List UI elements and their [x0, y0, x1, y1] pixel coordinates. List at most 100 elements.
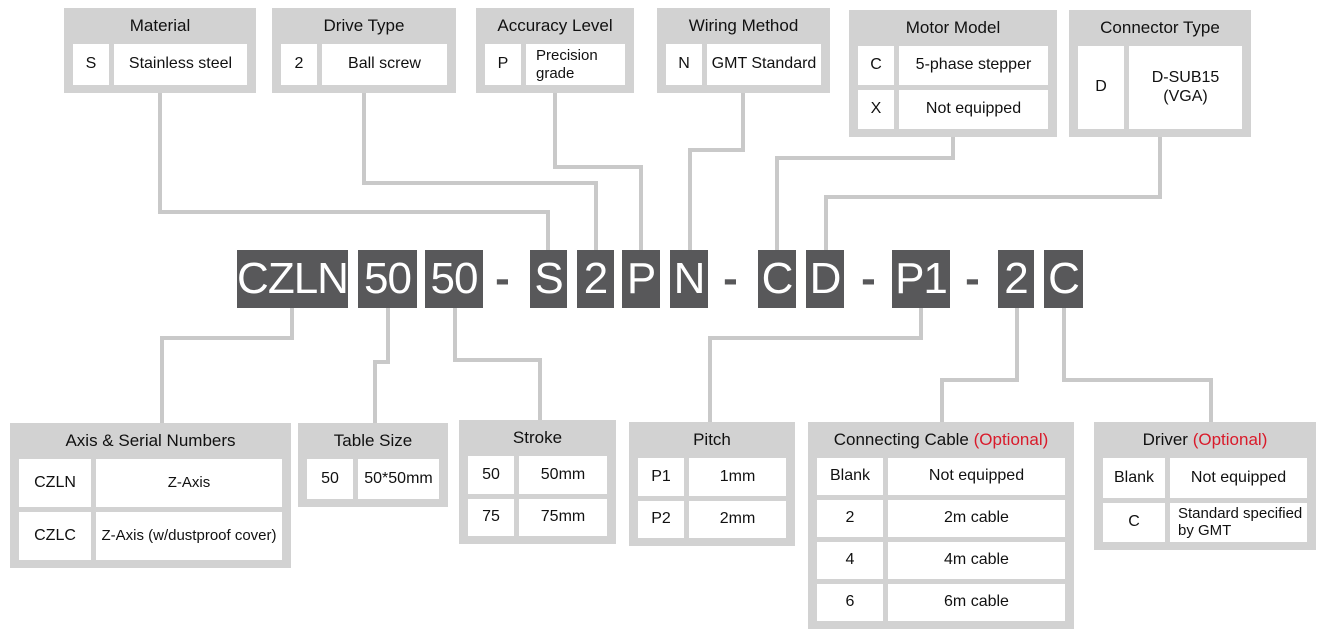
pn-segment-table-size: 50: [358, 250, 417, 308]
wiring-method-code: N: [666, 44, 702, 85]
cable-value-4: 4m cable: [888, 542, 1065, 579]
stroke-title: Stroke: [512, 428, 563, 447]
pn-segment-pitch: P1: [892, 250, 950, 308]
material-value: Stainless steel: [114, 44, 247, 85]
wire-50-to-stroke: [453, 308, 542, 422]
driver-value-c: Standard specified by GMT: [1170, 502, 1307, 542]
spec-row: 4 4m cable: [817, 542, 1065, 579]
pitch-code-p1: P1: [638, 458, 684, 496]
table-size-code: 50: [307, 459, 353, 499]
spec-row: 75 75mm: [468, 498, 607, 536]
cable-code-4: 4: [817, 542, 883, 579]
spec-row: N GMT Standard: [666, 44, 821, 85]
axis-code-czln: CZLN: [19, 459, 91, 507]
pn-segment-stroke: 50: [425, 250, 483, 308]
pn-dash: -: [861, 254, 876, 303]
connector-type-value: D-SUB15 (VGA): [1129, 46, 1242, 129]
pn-segment-accuracy: P: [622, 250, 660, 308]
pn-segment-wiring: N: [670, 250, 708, 308]
stroke-code-75: 75: [468, 498, 514, 536]
spec-box-stroke: Stroke 50 50mm 75 75mm: [459, 420, 616, 544]
wire-material-to-s: [158, 93, 550, 252]
wire-motor-to-c: [775, 137, 955, 252]
spec-row: 6 6m cable: [817, 584, 1065, 621]
wiring-method-title: Wiring Method: [688, 16, 799, 35]
motor-model-title: Motor Model: [905, 18, 1001, 37]
spec-row: 50 50*50mm: [307, 459, 439, 499]
drive-type-code: 2: [281, 44, 317, 85]
pitch-code-p2: P2: [638, 500, 684, 538]
accuracy-level-code: P: [485, 44, 521, 85]
wire-c-to-driver: [1062, 308, 1213, 424]
cable-value-blank: Not equipped: [888, 458, 1065, 495]
spec-row: Blank Not equipped: [1103, 458, 1307, 498]
spec-box-table-size: Table Size 50 50*50mm: [298, 423, 448, 507]
cable-value-2: 2m cable: [888, 500, 1065, 537]
pn-segment-cable: 2: [998, 250, 1034, 308]
spec-row: S Stainless steel: [73, 44, 247, 85]
driver-title: Driver (Optional): [1103, 422, 1307, 458]
pitch-value-p1: 1mm: [689, 458, 786, 496]
motor-model-value-c: 5-phase stepper: [899, 46, 1048, 85]
axis-value-czln: Z-Axis: [96, 459, 282, 507]
material-title: Material: [129, 16, 191, 35]
cable-value-6: 6m cable: [888, 584, 1065, 621]
spec-box-driver: Driver (Optional) Blank Not equipped C S…: [1094, 422, 1316, 550]
pn-segment-motor: C: [758, 250, 796, 308]
connecting-cable-title: Connecting Cable (Optional): [817, 422, 1065, 458]
wire-50-to-tablesize: [373, 308, 390, 425]
spec-box-axis-serial-numbers: Axis & Serial Numbers CZLN Z-Axis CZLC Z…: [10, 423, 291, 568]
cable-code-2: 2: [817, 500, 883, 537]
cable-code-6: 6: [817, 584, 883, 621]
table-size-title: Table Size: [333, 431, 413, 450]
pn-dash: -: [495, 254, 510, 303]
table-size-value: 50*50mm: [358, 459, 439, 499]
spec-row: C 5-phase stepper: [858, 46, 1048, 85]
spec-row: 2 Ball screw: [281, 44, 447, 85]
stroke-value-50: 50mm: [519, 456, 607, 494]
pn-dash: -: [965, 254, 980, 303]
accuracy-level-value: Precision grade: [526, 44, 625, 85]
spec-row: C Standard specified by GMT: [1103, 502, 1307, 542]
spec-box-drive-type: Drive Type 2 Ball screw: [272, 8, 456, 93]
drive-type-title: Drive Type: [323, 16, 405, 35]
motor-model-value-x: Not equipped: [899, 90, 1048, 129]
spec-row: CZLC Z-Axis (w/dustproof cover): [19, 512, 282, 560]
wire-czln-to-axis: [160, 308, 294, 427]
wire-wiring-to-n: [688, 93, 745, 252]
pitch-title: Pitch: [693, 430, 731, 449]
wire-connector-to-d: [824, 137, 1162, 252]
wire-accuracy-to-p: [553, 93, 643, 252]
spec-box-connector-type: Connector Type D D-SUB15 (VGA): [1069, 10, 1251, 137]
pitch-value-p2: 2mm: [689, 500, 786, 538]
pn-segment-material: S: [530, 250, 567, 308]
spec-row: X Not equipped: [858, 90, 1048, 129]
spec-box-accuracy-level: Accuracy Level P Precision grade: [476, 8, 634, 93]
spec-row: 50 50mm: [468, 456, 607, 494]
spec-box-motor-model: Motor Model C 5-phase stepper X Not equi…: [849, 10, 1057, 137]
spec-box-connecting-cable: Connecting Cable (Optional) Blank Not eq…: [808, 422, 1074, 629]
driver-title-text: Driver: [1142, 430, 1188, 449]
spec-box-wiring-method: Wiring Method N GMT Standard: [657, 8, 830, 93]
pn-segment-connector: D: [806, 250, 844, 308]
spec-row: Blank Not equipped: [817, 458, 1065, 495]
spec-row: 2 2m cable: [817, 500, 1065, 537]
accuracy-level-title: Accuracy Level: [497, 16, 613, 35]
connector-type-code: D: [1078, 46, 1124, 129]
drive-type-value: Ball screw: [322, 44, 447, 85]
wire-drive-to-2: [362, 93, 598, 252]
spec-row: CZLN Z-Axis: [19, 459, 282, 507]
driver-code-blank: Blank: [1103, 458, 1165, 498]
part-number-strip: CZLN 50 50 - S 2 P N - C D - P1 - 2 C: [0, 250, 1325, 308]
axis-code-czlc: CZLC: [19, 512, 91, 560]
driver-code-c: C: [1103, 502, 1165, 542]
spec-box-pitch: Pitch P1 1mm P2 2mm: [629, 422, 795, 546]
motor-model-code-c: C: [858, 46, 894, 85]
optional-label: (Optional): [1192, 430, 1268, 449]
spec-row: P1 1mm: [638, 458, 786, 496]
wire-p1-to-pitch: [708, 308, 923, 424]
connector-type-title: Connector Type: [1100, 18, 1220, 37]
motor-model-code-x: X: [858, 90, 894, 129]
